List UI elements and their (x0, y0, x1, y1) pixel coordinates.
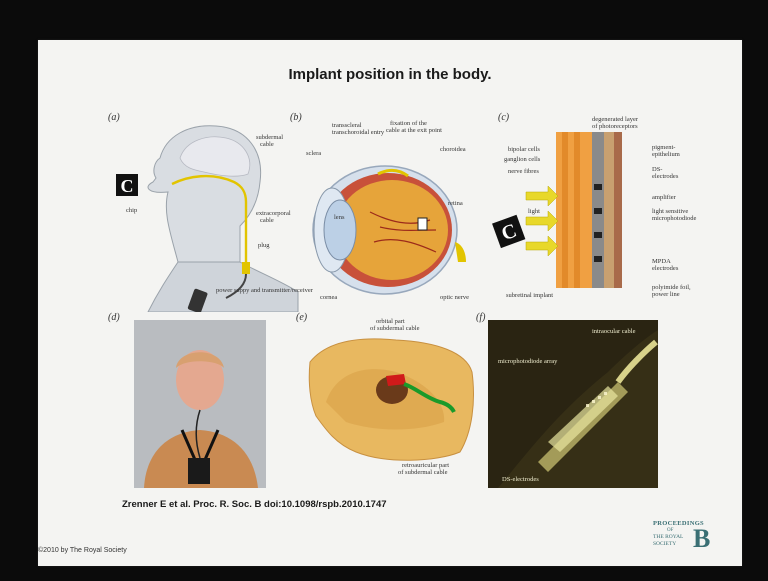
panel-c: (c) C degenerated laye (488, 112, 718, 312)
ann-polyimide: polyimide foil, (652, 284, 691, 291)
panel-a-label: (a) (108, 112, 120, 123)
ann-microphotodiode-array: microphotodiode array (498, 358, 557, 365)
ann-choroidea: choroidea (440, 146, 466, 153)
patient-photo (108, 312, 268, 492)
ann-sclera: sclera (306, 150, 321, 157)
panel-c-label: (c) (498, 112, 509, 123)
panel-f: (f) intraocular cable microphotodiode ar… (468, 312, 668, 492)
ann-ganglion: ganglion cells (504, 156, 540, 163)
ann-chip: chip (126, 207, 137, 214)
slide-title: Implant position in the body. (38, 66, 742, 83)
slide: Implant position in the body. (a) C subd… (38, 40, 742, 566)
ann-cable: cable (260, 141, 274, 148)
ann-extracorporal: extracorporal (256, 210, 291, 217)
ann-power-line: power line (652, 291, 680, 298)
panel-a: (a) C subdermal cable chip extracorporal… (108, 112, 308, 312)
ann-orbital: orbital part (376, 318, 405, 325)
panel-d: (d) (108, 312, 268, 492)
ann-nerve: nerve fibres (508, 168, 539, 175)
ann-amplifier: amplifier (652, 194, 676, 201)
ann-subdermal-cable2: of subdermal cable (398, 469, 447, 476)
ann-fixation: fixation of the (390, 120, 427, 127)
ann-mpda-electrodes: electrodes (652, 265, 678, 272)
skull-model (296, 312, 486, 492)
ann-ds: DS- (652, 166, 662, 173)
ann-mpda: MPDA (652, 258, 671, 265)
ann-lens: lens (334, 214, 344, 221)
ann-light: light (528, 208, 540, 215)
ann-ds-electrodes: electrodes (652, 173, 678, 180)
ann-microphotodiode: microphotodiode (652, 215, 696, 222)
citation: Zrenner E et al. Proc. R. Soc. B doi:10.… (122, 499, 387, 510)
panel-b-label: (b) (290, 112, 302, 123)
copyright: ©2010 by The Royal Society (38, 547, 127, 554)
ann-plug: plug (258, 242, 270, 249)
ann-cable-exit: cable at the exit point (386, 127, 442, 134)
royal-society-logo: PROCEEDINGS OF THE ROYAL SOCIETY B (653, 518, 717, 554)
ann-subdermal: subdermal (256, 134, 283, 141)
panel-e: (e) orbital part of subdermal cable retr… (296, 312, 486, 492)
ann-photoreceptors: of photoreceptors (592, 123, 638, 130)
panel-b: (b) transscleral transchoroidal entry fi… (290, 112, 470, 312)
ann-bipolar: bipolar cells (508, 146, 540, 153)
eye-illustration (290, 112, 470, 312)
ann-subdermal-cable: of subdermal cable (370, 325, 419, 332)
ann-optic-nerve: optic nerve (440, 294, 469, 301)
ann-degenerated: degenerated layer (592, 116, 638, 123)
eye-chart-symbol-c: C (492, 215, 525, 248)
ann-pigment: pigment- (652, 144, 675, 151)
c-symbol-a: C (121, 176, 134, 196)
ann-extracorporal-cable: cable (260, 217, 274, 224)
ann-transscleral: transscleral (332, 122, 362, 129)
ann-retroauricular: retroauricular part (402, 462, 449, 469)
ann-intraocular: intraocular cable (592, 328, 636, 335)
ann-retina: retina (448, 200, 463, 207)
ann-light-sensitive: light sensitive (652, 208, 688, 215)
ann-ds-electrodes-f: DS-electrodes (502, 476, 539, 483)
ann-transchoroidal: transchoroidal entry (332, 129, 384, 136)
ann-epithelium: epithelium (652, 151, 680, 158)
ann-cornea: cornea (320, 294, 337, 301)
panel-e-label: (e) (296, 312, 307, 323)
ann-subretinal: subretinal implant (506, 292, 553, 299)
implant-photo (468, 312, 668, 492)
